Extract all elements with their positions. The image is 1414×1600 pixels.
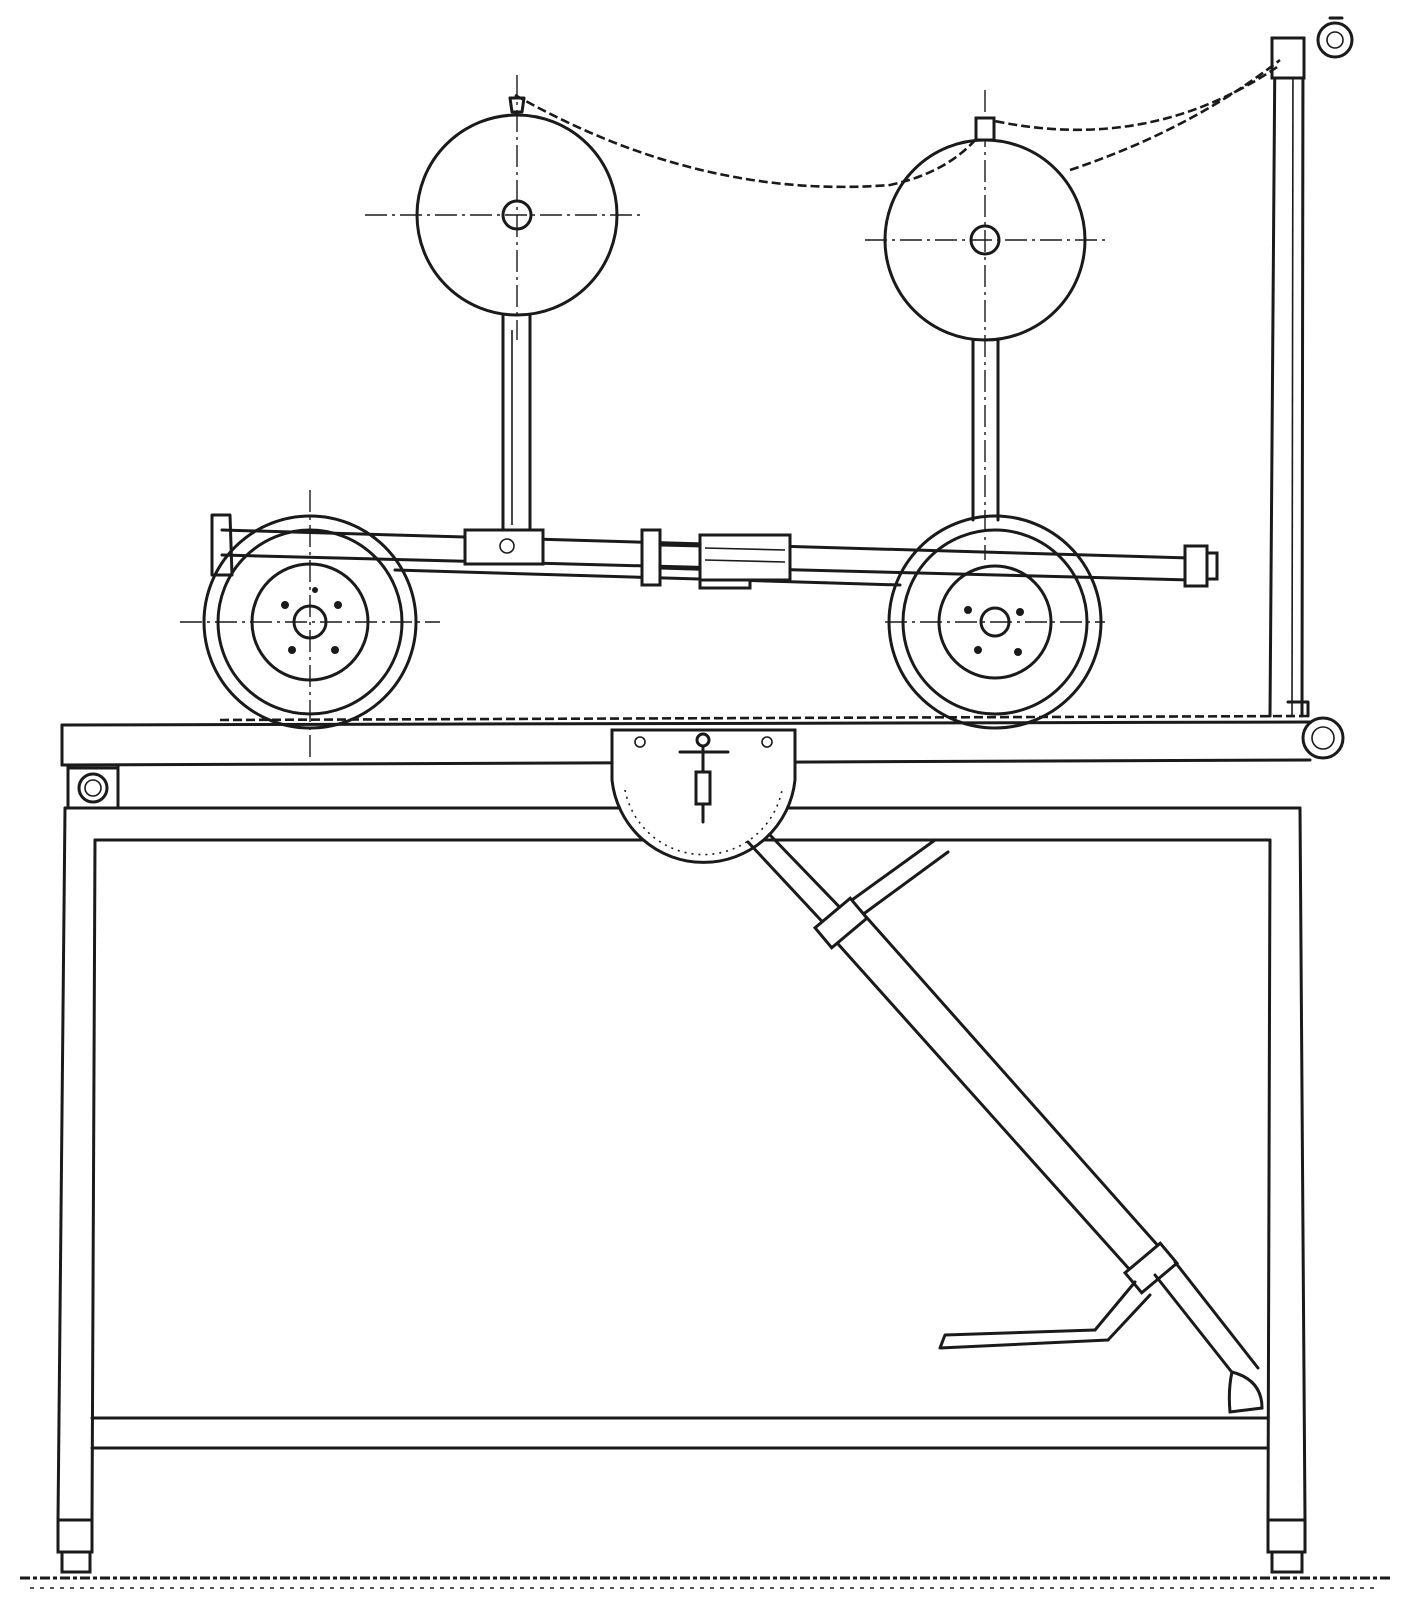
right-weight-disc bbox=[865, 90, 1105, 560]
angle-protractor bbox=[610, 728, 797, 864]
ground-line bbox=[20, 1576, 1392, 1589]
suspension-chain bbox=[514, 58, 1281, 189]
hydraulic-jack bbox=[746, 833, 1264, 1414]
left-wheel bbox=[180, 490, 440, 760]
foot-pedal[interactable] bbox=[938, 1280, 1152, 1350]
trailer-chassis bbox=[210, 513, 1219, 590]
left-weight-disc bbox=[365, 75, 640, 534]
vertical-mast bbox=[1268, 16, 1354, 718]
right-wheel bbox=[885, 514, 1105, 730]
left-pivot-hinge bbox=[66, 766, 120, 810]
table-frame bbox=[56, 806, 1307, 1574]
right-pivot-hinge bbox=[1301, 716, 1345, 760]
